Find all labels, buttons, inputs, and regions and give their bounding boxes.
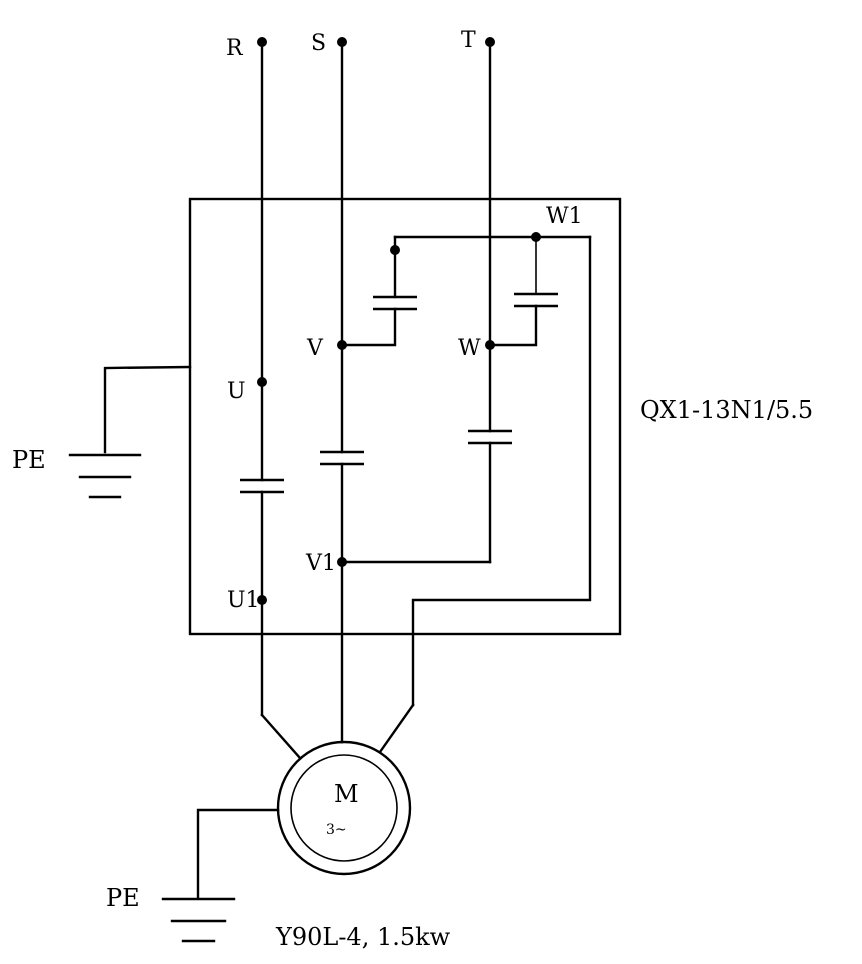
terminal-t-dot	[485, 37, 495, 47]
motor-inner-ring	[290, 754, 398, 862]
bus-node-dot	[390, 245, 400, 255]
motor-phase: 3~	[326, 822, 347, 838]
contact-v	[320, 450, 364, 466]
enclosure-ground-wire	[103, 365, 192, 454]
label-u1: U1	[227, 588, 260, 613]
enclosure-ground-icon	[68, 453, 142, 499]
label-pe-motor: PE	[106, 884, 140, 912]
terminal-w1-dot	[531, 232, 541, 242]
w1-return-wire	[411, 235, 592, 707]
contact-w1-return	[488, 304, 538, 347]
label-r: R	[226, 36, 244, 61]
terminal-w-dot	[485, 340, 495, 350]
terminal-v1-dot	[337, 557, 347, 567]
terminal-s-dot	[337, 37, 347, 47]
label-v: V	[306, 336, 324, 361]
contact-v-upper-return	[340, 307, 397, 347]
label-u: U	[227, 379, 246, 404]
terminal-u1-dot	[257, 595, 267, 605]
label-pe-enclosure: PE	[12, 446, 46, 474]
label-starter-model: QX1-13N1/5.5	[640, 396, 813, 424]
terminal-u-dot	[257, 377, 267, 387]
contact-w1	[514, 292, 558, 308]
label-s: S	[311, 31, 326, 56]
label-t: T	[461, 28, 476, 53]
label-v1: V1	[305, 551, 336, 576]
motor-lead-u	[260, 713, 302, 760]
contact-u	[240, 478, 284, 494]
motor-ground-wire	[196, 808, 280, 899]
label-w1: W1	[546, 204, 583, 229]
contact-w	[468, 429, 512, 445]
starter-enclosure	[188, 197, 622, 636]
motor-ground-icon	[161, 897, 236, 943]
motor-symbol: M	[334, 780, 359, 808]
motor-outer-ring	[276, 740, 412, 876]
contact-v-upper	[373, 295, 417, 311]
motor-lead-w	[378, 703, 415, 754]
terminal-r-dot	[257, 37, 267, 47]
label-w: W	[458, 336, 481, 361]
label-motor-model: Y90L-4, 1.5kw	[275, 923, 451, 951]
terminal-v-dot	[337, 340, 347, 350]
